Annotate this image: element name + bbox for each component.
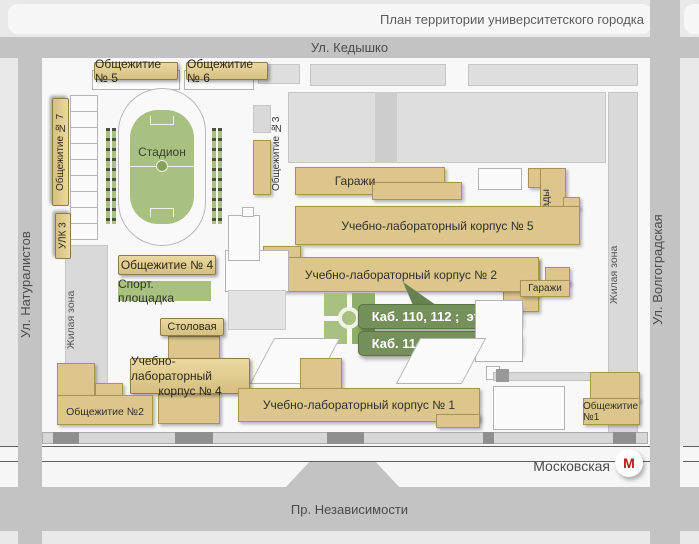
neighbor-building bbox=[310, 64, 446, 86]
page-title: План территории университетского городка bbox=[380, 11, 644, 27]
garages-right-building[interactable] bbox=[520, 280, 570, 297]
flowerbed-circle bbox=[338, 307, 360, 329]
bleachers-right bbox=[218, 128, 222, 224]
street-naturalistov-label: Ул. Натуралистов bbox=[18, 231, 33, 339]
title-band bbox=[8, 4, 652, 34]
neighbor-building bbox=[475, 300, 523, 362]
dorm2-label: Общежитие №2 bbox=[66, 406, 144, 418]
neighbor-block-strip bbox=[375, 92, 397, 163]
fence-gate bbox=[175, 432, 213, 444]
callout-pointer bbox=[403, 282, 443, 310]
neighbor-building bbox=[496, 369, 509, 382]
metro-icon-letter: М bbox=[623, 455, 635, 471]
dorm6-label[interactable]: Общежитие № 6 bbox=[186, 57, 268, 85]
dorm1-label: Общежитие №1 bbox=[583, 401, 639, 423]
road-line bbox=[0, 446, 652, 447]
ulk1-label: Учебно-лабораторный корпус № 1 bbox=[262, 398, 456, 412]
title-band-right-stub bbox=[684, 4, 699, 34]
ulk4-building[interactable] bbox=[158, 392, 220, 424]
street-naturalistov bbox=[18, 57, 42, 544]
metro-station-label: Московская bbox=[533, 458, 610, 474]
neighbor-building bbox=[228, 215, 260, 261]
neighbor-block bbox=[288, 92, 606, 163]
stadium-label: Стадион bbox=[138, 145, 186, 159]
neighbor-building bbox=[493, 386, 565, 430]
dorm3-label: Общежитие №3 bbox=[271, 116, 282, 192]
ulk4-label-line2: корпус № 4 bbox=[158, 383, 222, 398]
ulk2-label: Учебно-лабораторный корпус № 2 bbox=[304, 267, 498, 282]
stadium-field[interactable] bbox=[130, 110, 194, 224]
neighbor-building bbox=[478, 168, 522, 190]
street-volgogradskaya-label: Ул. Волгоградская bbox=[650, 214, 665, 326]
dorm7-label[interactable]: Общежитие № 7 bbox=[52, 98, 69, 206]
field-goalbox-bottom bbox=[150, 208, 174, 217]
ulk4-label[interactable]: Учебно-лабораторный корпус № 4 bbox=[130, 354, 250, 398]
road-line bbox=[683, 461, 699, 462]
residential-zone-left-label: Жилая зона bbox=[65, 290, 77, 350]
garages-right-label: Гаражи bbox=[528, 283, 562, 294]
street-volgogradskaya bbox=[650, 0, 680, 544]
neighbor-building bbox=[253, 105, 271, 133]
dorm5-label[interactable]: Общежитие № 5 bbox=[94, 57, 178, 85]
field-centerdot bbox=[156, 160, 168, 172]
street-kedyshko bbox=[0, 37, 699, 58]
road-line bbox=[0, 461, 652, 462]
avenue-nezavisimosti bbox=[0, 487, 699, 531]
residential-zone-right-label: Жилая зона bbox=[608, 245, 620, 305]
dorm2-building[interactable] bbox=[57, 395, 153, 425]
ulk1-stub[interactable] bbox=[300, 358, 342, 392]
dorm7-building[interactable] bbox=[70, 95, 98, 240]
canteen-label[interactable]: Столовая bbox=[160, 318, 224, 336]
ulk3-label[interactable]: УЛК 3 bbox=[55, 213, 71, 259]
fence-gate bbox=[327, 432, 364, 444]
bleachers-left bbox=[112, 128, 116, 224]
garages-top-building-wing[interactable] bbox=[372, 182, 462, 200]
sport-ground[interactable]: Спорт. площадка bbox=[118, 277, 211, 305]
fence-gate bbox=[613, 432, 636, 444]
dorm1-building[interactable] bbox=[583, 398, 640, 425]
street-kedyshko-label: Ул. Кедышко bbox=[310, 40, 389, 55]
avenue-nezavisimosti-label: Пр. Независимости bbox=[290, 501, 409, 517]
road-line bbox=[683, 446, 699, 447]
metro-icon[interactable]: М bbox=[615, 449, 643, 477]
neighbor-building bbox=[242, 207, 254, 217]
bleachers-right bbox=[212, 128, 216, 224]
dorm4-label[interactable]: Общежитие № 4 bbox=[118, 255, 216, 275]
bleachers-left bbox=[106, 128, 110, 224]
ulk5-building[interactable] bbox=[295, 206, 580, 245]
neighbor-building bbox=[228, 290, 286, 330]
dorm3-building[interactable] bbox=[253, 140, 271, 195]
neighbor-building bbox=[468, 64, 638, 86]
ulk5-label: Учебно-лабораторный корпус № 5 bbox=[341, 218, 534, 233]
field-goalbox-top bbox=[150, 116, 174, 125]
fence-gate bbox=[53, 432, 79, 444]
ulk4-label-line1: Учебно-лабораторный bbox=[131, 353, 212, 383]
fence-gate bbox=[483, 432, 494, 444]
ulk2-building[interactable] bbox=[263, 257, 539, 292]
ulk1-step[interactable] bbox=[436, 414, 480, 428]
garages-top-label: Гаражи bbox=[334, 174, 376, 188]
